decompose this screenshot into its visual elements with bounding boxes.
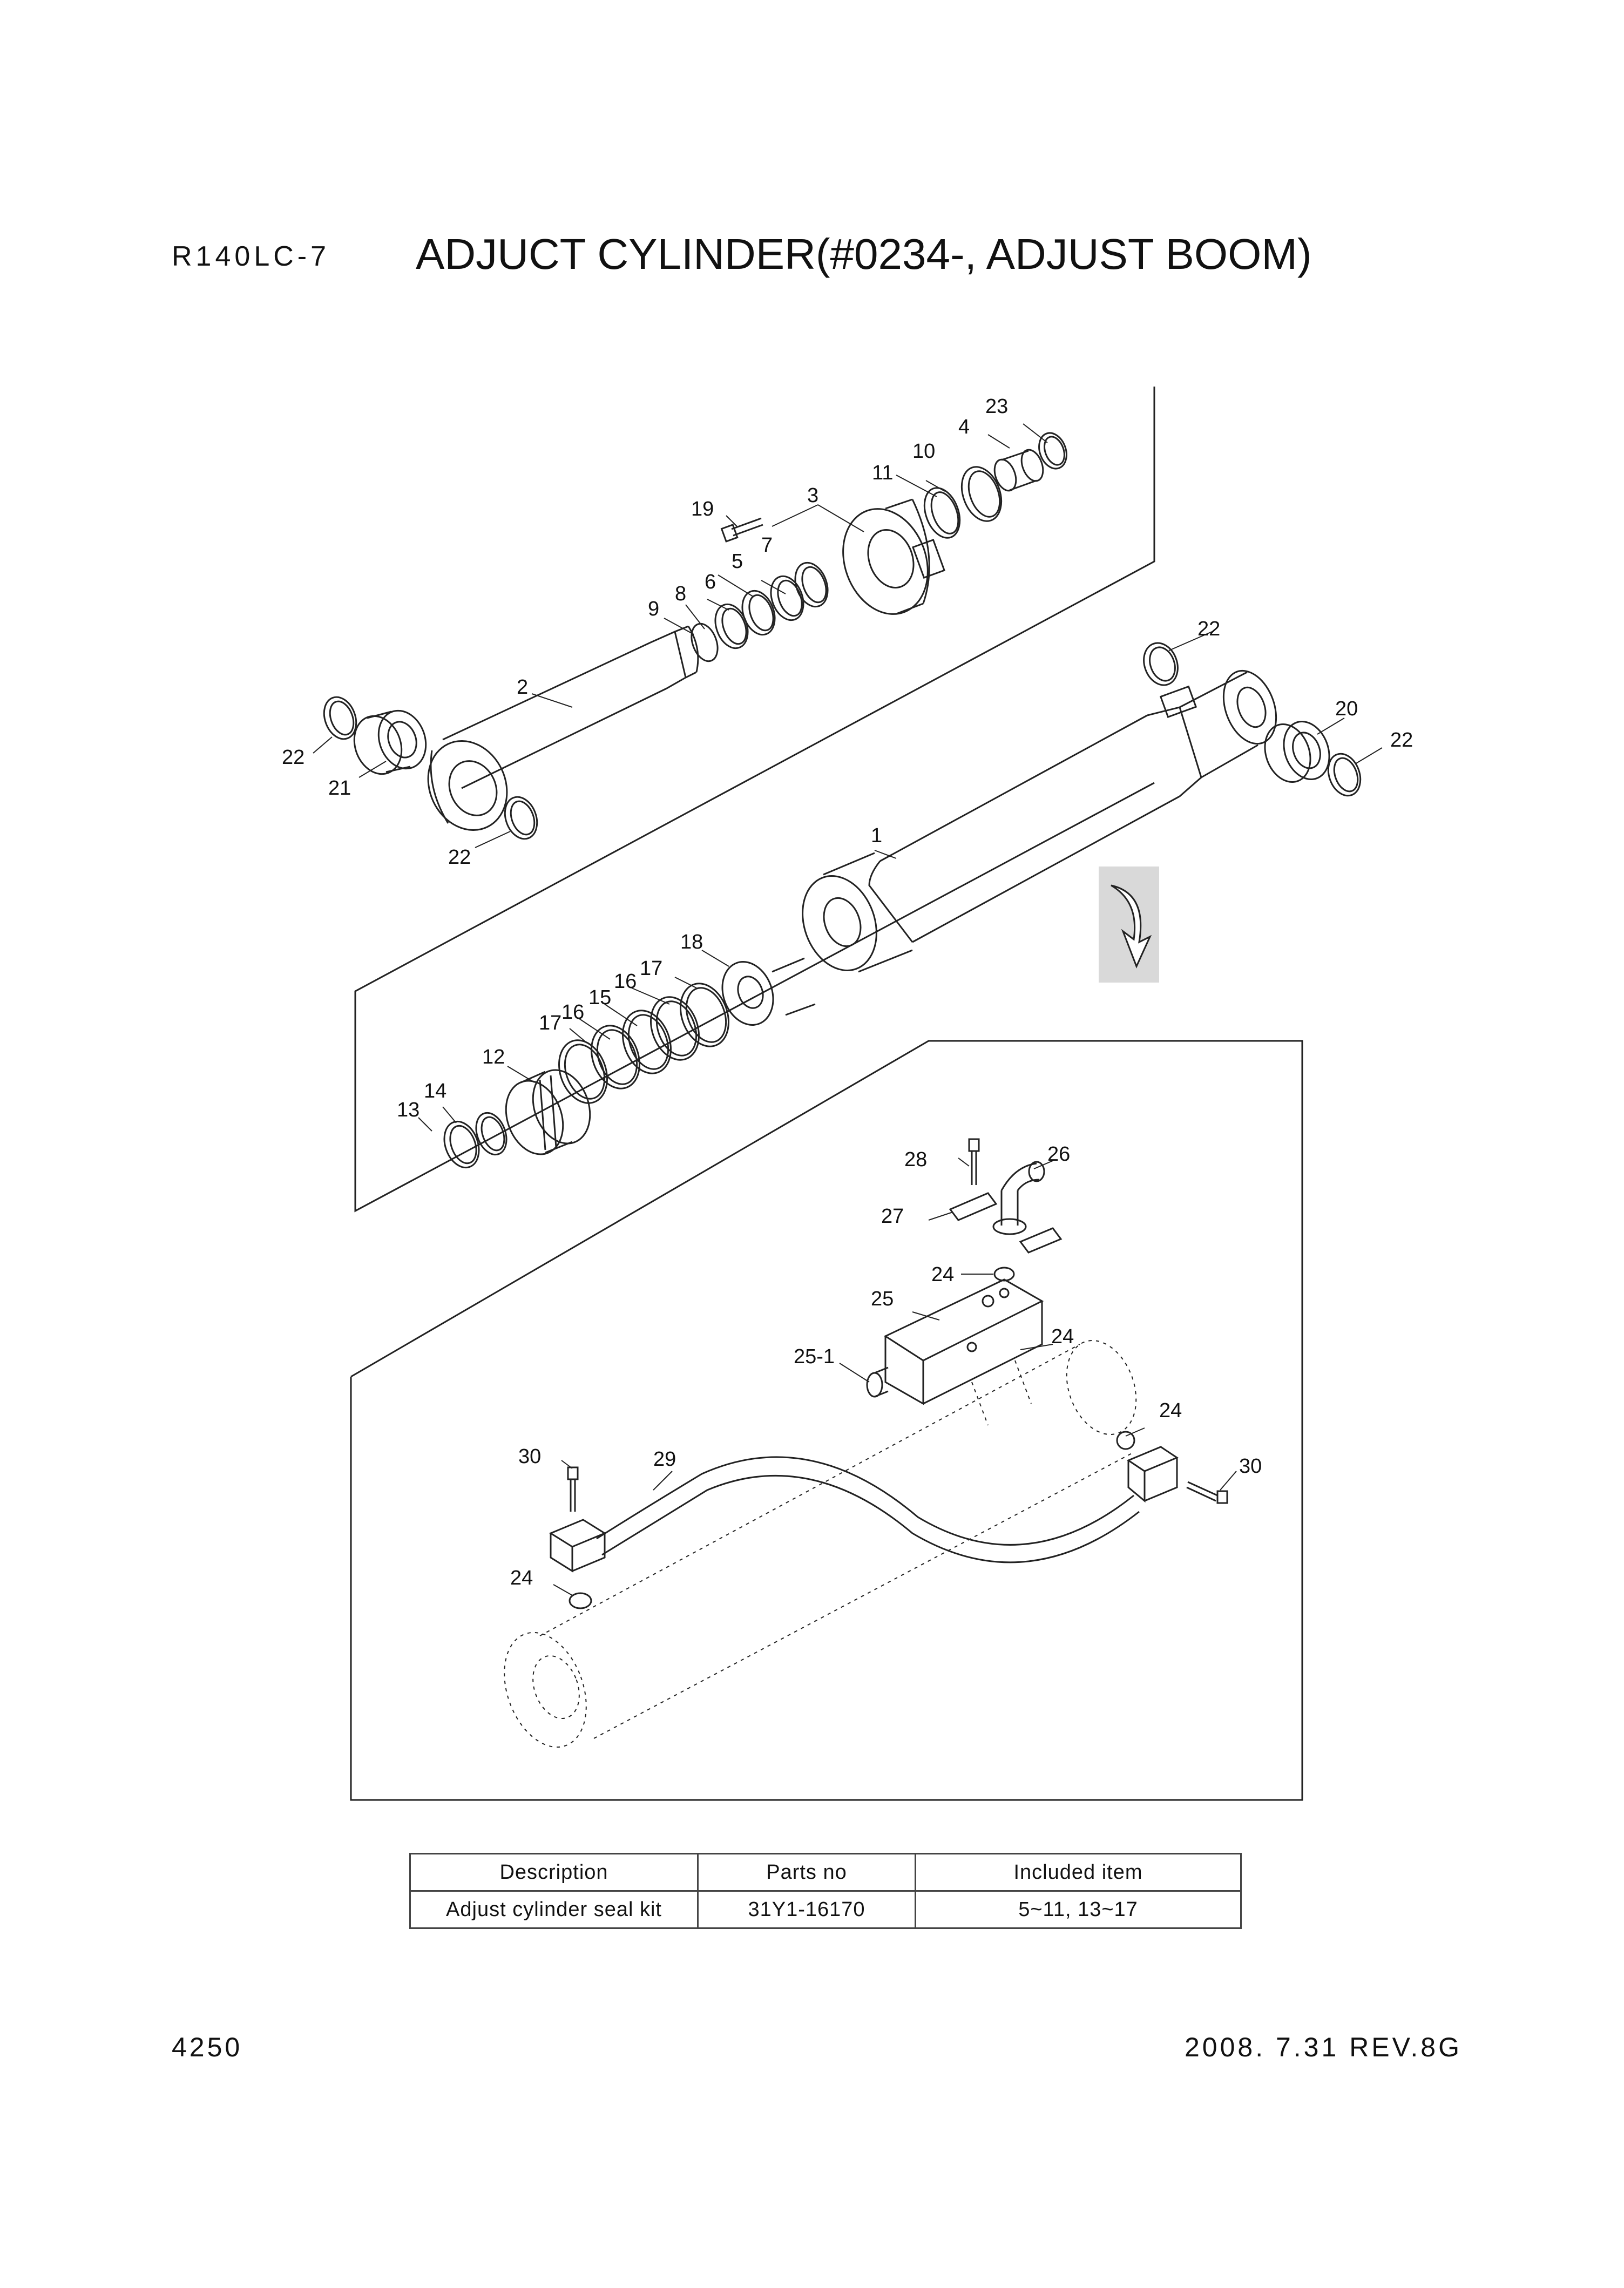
callout-3: 3 (807, 484, 818, 507)
header-description: Description (409, 1853, 699, 1892)
pipe-29 (596, 1456, 1140, 1563)
callout-22b: 22 (1390, 729, 1413, 752)
model-code: R140LC-7 (172, 241, 330, 272)
snap-ring-22-lower (504, 796, 538, 840)
callout-14: 14 (424, 1080, 446, 1102)
rod-seal-rings (691, 561, 829, 662)
seal-kit-table: Description Parts no Included item Adjus… (409, 1853, 1242, 1929)
bolt-30-left (567, 1466, 579, 1512)
callout-17b: 17 (539, 1012, 561, 1034)
flange-half-27 (949, 1192, 1063, 1254)
callout-30a: 30 (518, 1445, 541, 1468)
callout-7: 7 (761, 534, 773, 557)
page-title: ADJUCT CYLINDER(#0234-, ADJUST BOOM) (416, 230, 1312, 278)
cell-description: Adjust cylinder seal kit (409, 1890, 699, 1929)
callout-18: 18 (680, 931, 703, 953)
rod-cover-3 (842, 498, 945, 615)
bushing-4 (993, 449, 1044, 492)
callout-19: 19 (691, 498, 714, 520)
callout-22c: 22 (282, 746, 304, 769)
bushing-20 (1264, 721, 1330, 783)
bolt-19 (720, 517, 763, 543)
callout-16b: 16 (561, 1001, 584, 1024)
bushing-21 (353, 709, 427, 775)
callout-22a: 22 (1197, 618, 1220, 640)
callout-25: 25 (871, 1288, 894, 1310)
cell-parts-no: 31Y1-16170 (697, 1890, 916, 1929)
seal-kit-table-wrapper: Description Parts no Included item Adjus… (409, 1853, 1242, 1929)
callout-23: 23 (985, 395, 1008, 418)
o-rings-24 (569, 1267, 1135, 1609)
callout-2: 2 (517, 676, 528, 699)
callout-24d: 24 (510, 1567, 533, 1589)
callout-labels: 1 2 3 4 5 6 7 8 9 10 11 12 13 14 15 16 1… (282, 395, 1413, 1589)
plug-25-1 (866, 1366, 889, 1398)
cell-included-item: 5~11, 13~17 (915, 1890, 1242, 1929)
cylinder-tube (802, 669, 1277, 973)
callout-22d: 22 (448, 846, 471, 869)
upper-frame (354, 387, 1155, 1213)
revision-date: 2008. 7.31 REV.8G (1184, 2032, 1462, 2062)
callout-25-1: 25-1 (794, 1345, 835, 1368)
callout-5: 5 (732, 550, 743, 573)
callout-30b: 30 (1239, 1455, 1262, 1478)
snap-ring-22-right (1327, 753, 1362, 797)
o-rings-10-11 (923, 466, 1003, 539)
page-number: 4250 (172, 2032, 243, 2062)
nut-18 (721, 957, 816, 1026)
direction-arrow-panel (1099, 867, 1159, 983)
leader-lines (313, 423, 1383, 1596)
callout-29: 29 (653, 1448, 676, 1471)
snap-ring-22-top (1143, 642, 1179, 686)
callout-13: 13 (397, 1099, 419, 1121)
callout-15: 15 (588, 986, 611, 1009)
bolt-30-right (1186, 1481, 1228, 1504)
snap-ring-23 (1038, 432, 1067, 470)
flange-block-right (1126, 1446, 1179, 1503)
callout-26: 26 (1047, 1143, 1070, 1166)
elbow-fitting-26 (992, 1161, 1045, 1235)
snap-ring-22-left (323, 696, 357, 740)
bolt-28 (968, 1138, 980, 1185)
callout-16a: 16 (614, 970, 637, 993)
callout-8: 8 (675, 583, 686, 605)
check-valve-25 (883, 1278, 1044, 1405)
piston-seal-rings (558, 983, 729, 1104)
table-row: Adjust cylinder seal kit 31Y1-16170 5~11… (409, 1890, 1242, 1929)
hidden-cylinder-outline (504, 1339, 1137, 1748)
piston-seals-13-14 (443, 1112, 508, 1169)
header-parts-no: Parts no (697, 1853, 916, 1892)
callout-27: 27 (881, 1205, 904, 1228)
callout-6: 6 (705, 571, 716, 593)
callout-4: 4 (958, 416, 970, 438)
table-header-row: Description Parts no Included item (409, 1853, 1242, 1892)
callout-21: 21 (328, 777, 351, 800)
lower-frame (350, 1040, 1303, 1801)
piston-12 (505, 1069, 591, 1155)
callout-11: 11 (872, 462, 893, 484)
callout-24c: 24 (1159, 1399, 1182, 1422)
piston-rod (427, 625, 699, 831)
callout-20: 20 (1335, 698, 1358, 720)
callout-12: 12 (482, 1046, 505, 1068)
callout-9: 9 (648, 598, 659, 620)
callout-24a: 24 (931, 1263, 954, 1286)
callout-28: 28 (904, 1148, 927, 1171)
flange-block-left (549, 1519, 607, 1573)
callout-10: 10 (912, 440, 935, 463)
callout-17a: 17 (640, 957, 662, 980)
curved-arrow-icon (1111, 884, 1152, 969)
callout-1: 1 (871, 824, 882, 847)
callout-24b: 24 (1051, 1325, 1074, 1348)
header-included-item: Included item (915, 1853, 1242, 1892)
